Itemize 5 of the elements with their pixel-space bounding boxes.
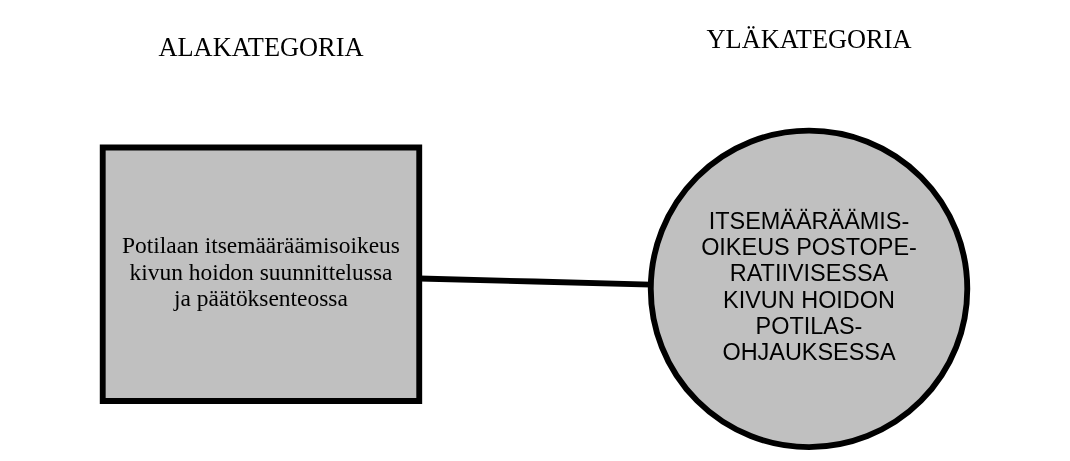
label: YLÄKATEGORIA [706, 24, 912, 54]
node-circle: ITSEMÄÄRÄÄMIS- OIKEUS POSTOPE- RATIIVISESSA KIVUN HOIDON POTILAS- OHJAUKSESSA [647, 127, 971, 450]
node-box: Potilaan itsemääräämisoikeus kivun hoidon suunnittelussa ja päätöksenteossa [99, 144, 423, 404]
label: ALAKATEGORIA [158, 32, 364, 62]
connector [419, 275, 651, 288]
